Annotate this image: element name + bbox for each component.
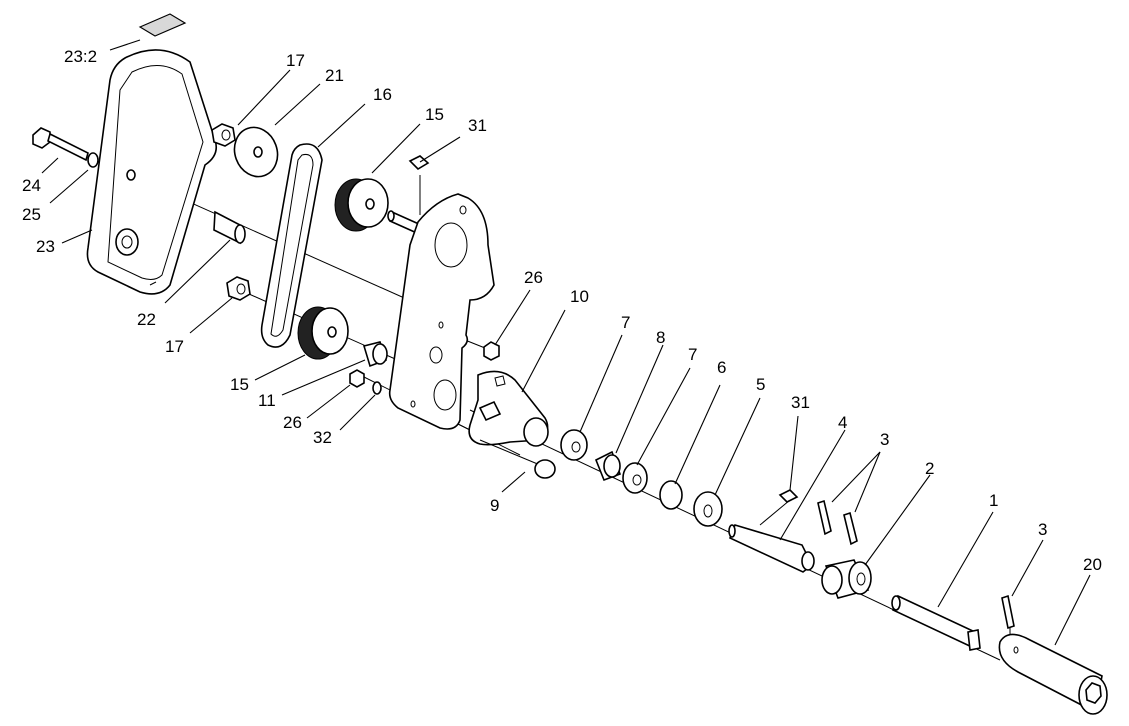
callout-labels: 23:2 17 21 16 15 31 24 25 23 22 17 26 10… xyxy=(22,47,1102,574)
callout-9: 9 xyxy=(490,496,499,515)
callout-17-top: 17 xyxy=(286,51,305,70)
washer-part-7-left xyxy=(560,429,588,461)
callout-6: 6 xyxy=(717,358,726,377)
pulley-part-top xyxy=(334,178,389,232)
spring-pin-part-a xyxy=(817,499,832,536)
washer-plate-part xyxy=(233,126,279,178)
bushing-part-8 xyxy=(594,450,622,482)
bushing-part xyxy=(362,341,388,368)
retaining-ring-part xyxy=(659,480,683,510)
callout-22: 22 xyxy=(137,310,156,329)
callout-17-bottom: 17 xyxy=(165,337,184,356)
callout-1: 1 xyxy=(989,491,998,510)
callout-5: 5 xyxy=(756,375,765,394)
callout-3-top: 3 xyxy=(880,430,889,449)
callout-11: 11 xyxy=(258,391,276,410)
key-part-top xyxy=(408,155,430,171)
callout-32: 32 xyxy=(313,428,332,447)
bolt-part xyxy=(32,127,89,162)
callout-7-right: 7 xyxy=(688,345,697,364)
callout-16: 16 xyxy=(373,85,392,104)
callout-23: 23 xyxy=(36,237,55,256)
spring-pin-part-b xyxy=(843,511,858,546)
callout-26-bottom: 26 xyxy=(283,413,302,432)
callout-4: 4 xyxy=(838,413,847,432)
washer-part-7-right xyxy=(622,462,648,494)
callout-23-2: 23:2 xyxy=(64,47,97,66)
callout-10: 10 xyxy=(570,287,589,306)
washer-part-5 xyxy=(693,491,723,527)
nut-part-26-top xyxy=(483,341,500,361)
callout-20: 20 xyxy=(1083,555,1102,574)
pulley-part-bottom xyxy=(297,306,349,360)
hex-shaft-part xyxy=(891,594,981,651)
key-part-bottom xyxy=(778,489,799,503)
callout-26-top: 26 xyxy=(524,268,543,287)
leader-lines xyxy=(41,39,1091,646)
spacer-part xyxy=(213,210,246,245)
tube-part xyxy=(998,633,1108,715)
mounting-plate-part xyxy=(388,193,495,430)
arm-part xyxy=(468,370,549,447)
callout-15-top: 15 xyxy=(425,105,444,124)
callout-2: 2 xyxy=(925,459,934,478)
callout-24: 24 xyxy=(22,176,41,195)
spring-pin-part-c xyxy=(1001,594,1015,630)
callout-15-bottom: 15 xyxy=(230,375,249,394)
nut-part-bottom xyxy=(226,276,251,301)
callout-31-top: 31 xyxy=(468,116,487,135)
nut-part-top xyxy=(211,123,236,147)
belt-cover-part xyxy=(86,49,218,295)
callout-3-right: 3 xyxy=(1038,520,1047,539)
callout-25: 25 xyxy=(22,205,41,224)
label-plate-part xyxy=(138,13,187,37)
callout-7-left: 7 xyxy=(621,313,630,332)
washer-part-32 xyxy=(372,381,382,395)
callout-31-bottom: 31 xyxy=(791,393,810,412)
coupling-part xyxy=(821,559,872,599)
callout-8: 8 xyxy=(656,328,665,347)
drive-belt-part xyxy=(260,143,323,348)
washer-part-25 xyxy=(87,152,99,168)
nut-part-26-bottom xyxy=(349,369,365,388)
shaft-part xyxy=(728,524,815,573)
callout-21: 21 xyxy=(325,66,344,85)
pin-part xyxy=(479,439,556,479)
